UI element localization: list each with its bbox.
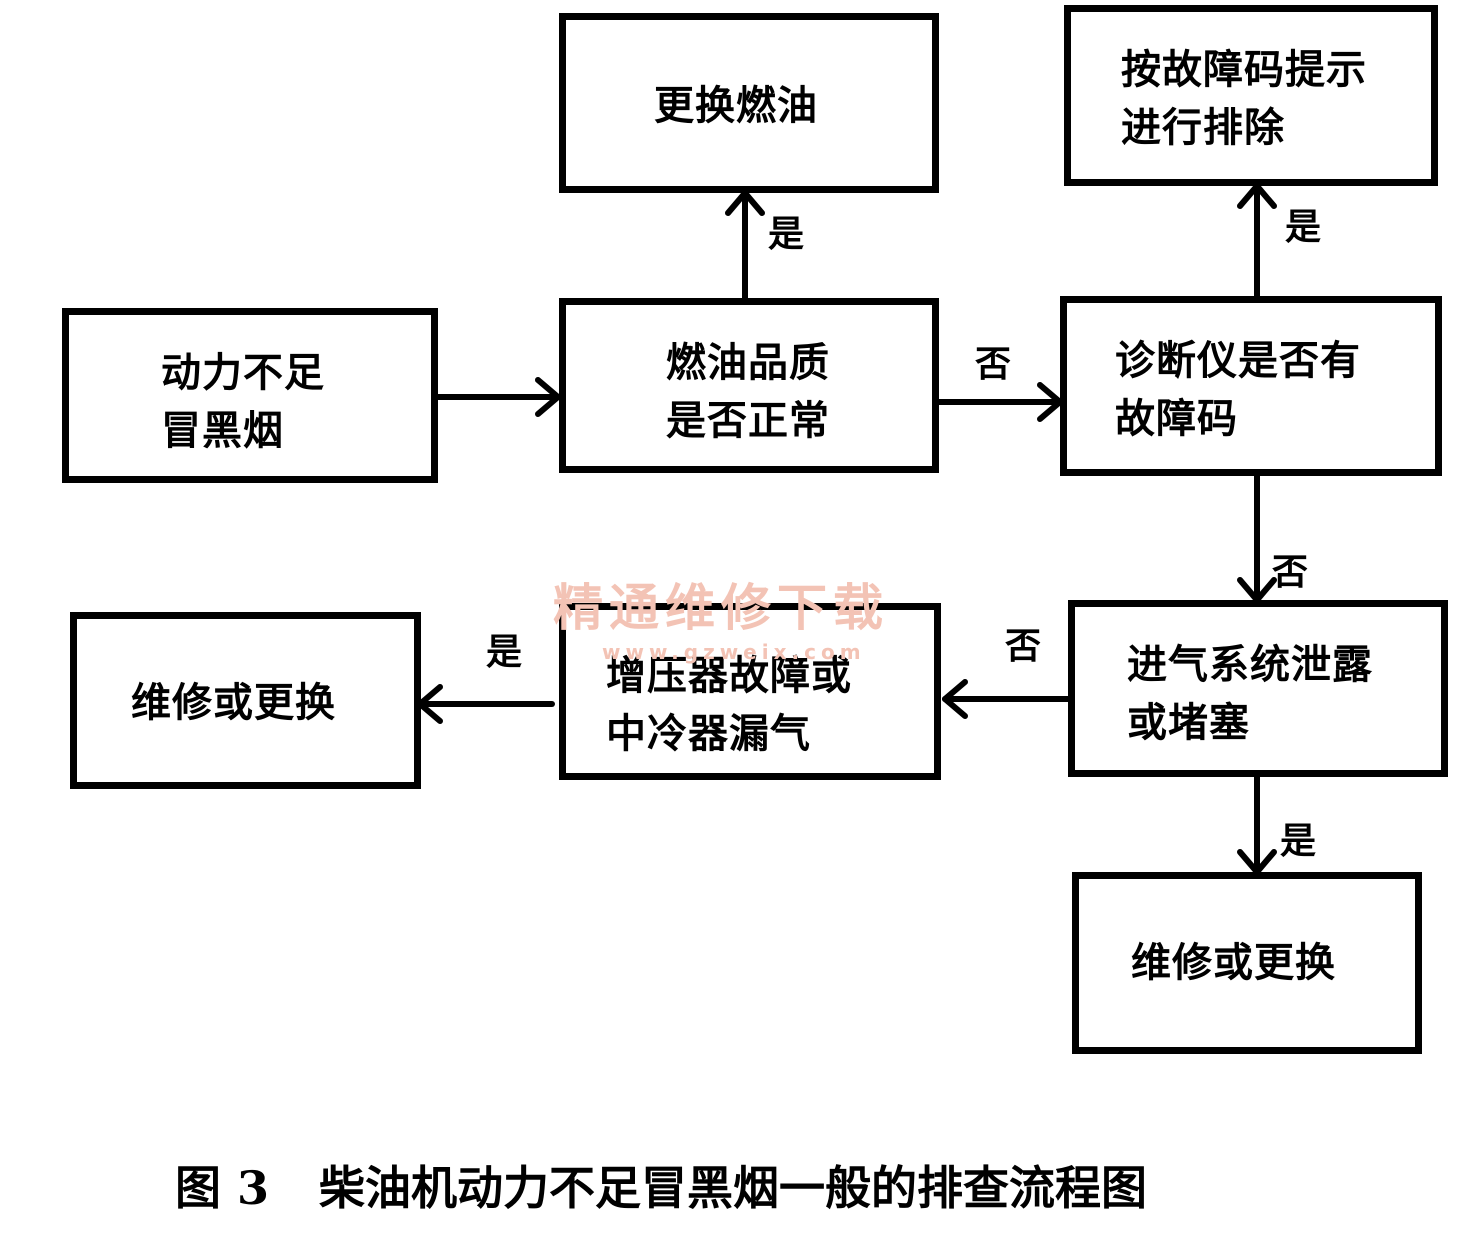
node-start: 动力不足 冒黑烟 [62, 308, 438, 483]
node-intake-check: 进气系统泄露 或堵塞 [1068, 600, 1448, 777]
node-intake-check-line2: 或堵塞 [1127, 700, 1250, 746]
node-fuel-check-line2: 是否正常 [666, 398, 830, 444]
node-repair-left: 维修或更换 [70, 612, 421, 789]
caption-figure-number: 图 3 [175, 1161, 270, 1215]
node-fault-code-fix-line1: 按故障码提示 [1121, 47, 1367, 93]
node-start-line1: 动力不足 [161, 350, 325, 396]
label-diag-yes: 是 [1285, 207, 1322, 248]
label-intake-yes: 是 [1280, 821, 1317, 862]
node-fuel-check: 燃油品质 是否正常 [559, 298, 939, 473]
node-turbo-check-line2: 中冷器漏气 [606, 711, 811, 757]
watermark-sub: www.gzweix.com [602, 640, 866, 664]
caption-title: 柴油机动力不足冒黑烟一般的排查流程图 [319, 1161, 1148, 1215]
label-fuel-yes: 是 [768, 214, 805, 255]
node-turbo-check: 增压器故障或 中冷器漏气 [559, 603, 941, 780]
node-start-line2: 冒黑烟 [161, 408, 284, 454]
node-diag-check: 诊断仪是否有 故障码 [1060, 296, 1442, 476]
watermark-main: 精通维修下载 [553, 579, 889, 637]
node-replace-fuel-text: 更换燃油 [654, 83, 818, 129]
node-fault-code-fix: 按故障码提示 进行排除 [1064, 5, 1438, 186]
node-repair-bottom-text: 维修或更换 [1131, 940, 1336, 986]
label-diag-no: 否 [1272, 552, 1309, 593]
figure-caption: 图 3 柴油机动力不足冒黑烟一般的排查流程图 [175, 1158, 1147, 1218]
node-fuel-check-line1: 燃油品质 [666, 340, 830, 386]
label-turbo-yes: 是 [486, 632, 523, 673]
label-intake-no: 否 [1005, 626, 1042, 667]
node-replace-fuel: 更换燃油 [559, 13, 939, 193]
node-intake-check-line1: 进气系统泄露 [1127, 642, 1373, 688]
node-fault-code-fix-line2: 进行排除 [1121, 105, 1285, 151]
label-fuel-no: 否 [975, 344, 1012, 385]
node-repair-bottom: 维修或更换 [1072, 872, 1422, 1054]
node-turbo-check-line1: 增压器故障或 [606, 653, 852, 699]
node-diag-check-line2: 故障码 [1115, 396, 1238, 442]
node-diag-check-line1: 诊断仪是否有 [1115, 338, 1361, 384]
node-repair-left-text: 维修或更换 [131, 680, 336, 726]
